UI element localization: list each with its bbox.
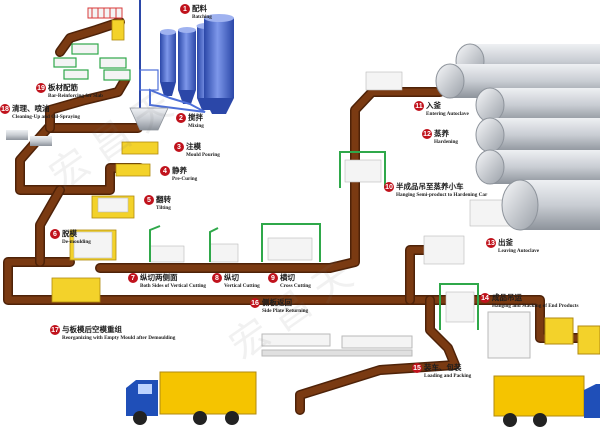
truck-left [126, 371, 257, 425]
step-badge: 8 [212, 273, 222, 283]
batching-silos [129, 0, 234, 131]
autoclaves [435, 43, 600, 231]
conveyor-track [3, 17, 600, 415]
block-cakes [73, 197, 313, 263]
step-badge: 15 [412, 363, 422, 373]
step-badge: 2 [176, 113, 186, 123]
cutting-frames [149, 151, 479, 330]
step-badge: 4 [160, 166, 170, 176]
step-badge: 13 [486, 238, 496, 248]
step-badge: 14 [480, 293, 490, 303]
step-badge: 9 [268, 273, 278, 283]
step-badge: 10 [384, 182, 394, 192]
step-badge: 5 [144, 195, 154, 205]
step-badge: 6 [50, 229, 60, 239]
product-stacks [261, 311, 600, 359]
step-badge: 18 [0, 104, 10, 114]
truck-right [493, 375, 600, 427]
step-badge: 3 [174, 142, 184, 152]
step-badge: 12 [422, 129, 432, 139]
grid-blocks [344, 71, 513, 323]
step-badge: 7 [128, 273, 138, 283]
step-badge: 1 [180, 4, 190, 14]
step-badge: 19 [36, 83, 46, 93]
step-badge: 16 [250, 298, 260, 308]
step-badge: 11 [414, 101, 424, 111]
step-badge: 17 [50, 325, 60, 335]
rebar-area [6, 7, 131, 146]
